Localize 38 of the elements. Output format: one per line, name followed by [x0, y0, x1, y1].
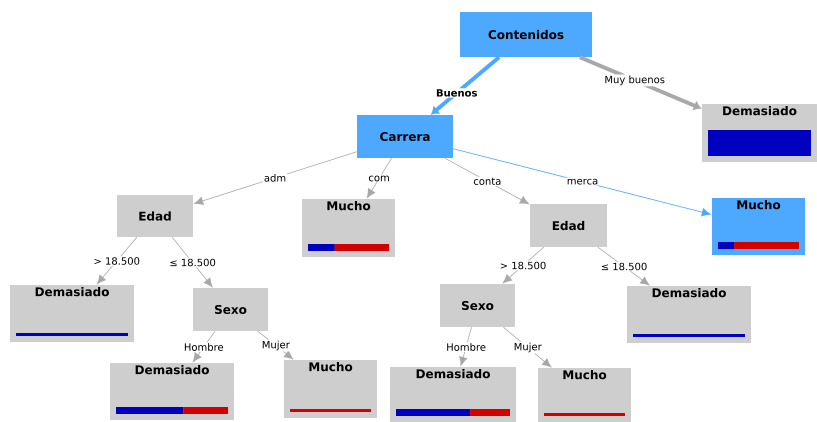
leaf-box: Mucho	[302, 199, 395, 257]
arrow	[431, 56, 500, 114]
leaf-box: Demasiado	[627, 286, 751, 343]
edge-label: ≤ 18.500	[602, 262, 647, 270]
arrow	[459, 326, 472, 366]
edge-label: Hombre	[447, 343, 486, 351]
edge-label: > 18.500	[94, 257, 140, 265]
edge-label: Mujer	[262, 340, 290, 350]
split-box: Sexo	[193, 288, 268, 331]
leaf-box: Demasiado	[702, 104, 817, 162]
arrow	[172, 236, 213, 288]
edge-label: Muy buenos	[605, 76, 664, 86]
leaf-box: Demasiado	[10, 285, 134, 342]
arrow	[96, 236, 138, 284]
leaf-box: Mucho	[284, 360, 377, 418]
edge-label: adm	[264, 174, 286, 182]
edge-label: ≤ 18.500	[170, 258, 216, 266]
arrow	[579, 55, 701, 110]
edge-label: conta	[474, 178, 500, 185]
arrow	[366, 158, 392, 198]
leaf-box: Demasiado	[110, 363, 234, 420]
edge-label: Hombre	[184, 343, 224, 351]
split-box: Carrera	[357, 115, 453, 158]
edge-label: > 18.500	[500, 262, 546, 270]
leaf-box: Mucho	[538, 368, 631, 422]
split-box: Sexo	[440, 284, 515, 327]
edge-label: com	[368, 176, 389, 182]
leaf-box: Demasiado	[390, 367, 516, 422]
split-box: Edad	[530, 204, 607, 247]
edge-label: Mujer	[514, 342, 542, 352]
arrow	[452, 148, 711, 216]
split-box: Edad	[117, 195, 193, 237]
edge-label: Buenos	[436, 89, 477, 97]
split-box: Contenidos	[460, 12, 592, 57]
arrow	[502, 246, 544, 284]
arrow	[192, 330, 216, 362]
edge-label: merca	[568, 178, 598, 185]
leaf-box: Mucho	[712, 198, 805, 255]
